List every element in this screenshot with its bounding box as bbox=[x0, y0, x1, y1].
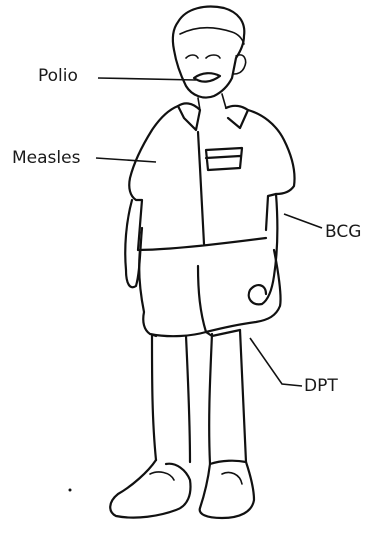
hairline bbox=[180, 28, 244, 44]
bcg-leader-line bbox=[284, 214, 322, 228]
mouth bbox=[194, 73, 220, 81]
left-shoe-lace bbox=[150, 472, 174, 480]
eyes bbox=[186, 55, 220, 58]
shorts bbox=[139, 250, 280, 336]
collar bbox=[178, 103, 248, 130]
left-shoe bbox=[110, 460, 190, 518]
label-bcg: BCG bbox=[325, 222, 361, 242]
right-shoe-lace bbox=[222, 472, 242, 484]
dpt-leader-line bbox=[250, 338, 302, 386]
label-polio: Polio bbox=[38, 66, 78, 86]
legs bbox=[152, 330, 246, 464]
shirt bbox=[129, 106, 294, 250]
right-arm bbox=[249, 194, 278, 304]
right-shoe bbox=[200, 461, 254, 518]
label-dpt: DPT bbox=[304, 376, 338, 396]
measles-leader-line bbox=[96, 158, 156, 162]
pocket bbox=[206, 148, 242, 170]
label-measles: Measles bbox=[12, 148, 80, 168]
head-outline bbox=[173, 7, 245, 98]
stray-dot bbox=[69, 489, 72, 492]
